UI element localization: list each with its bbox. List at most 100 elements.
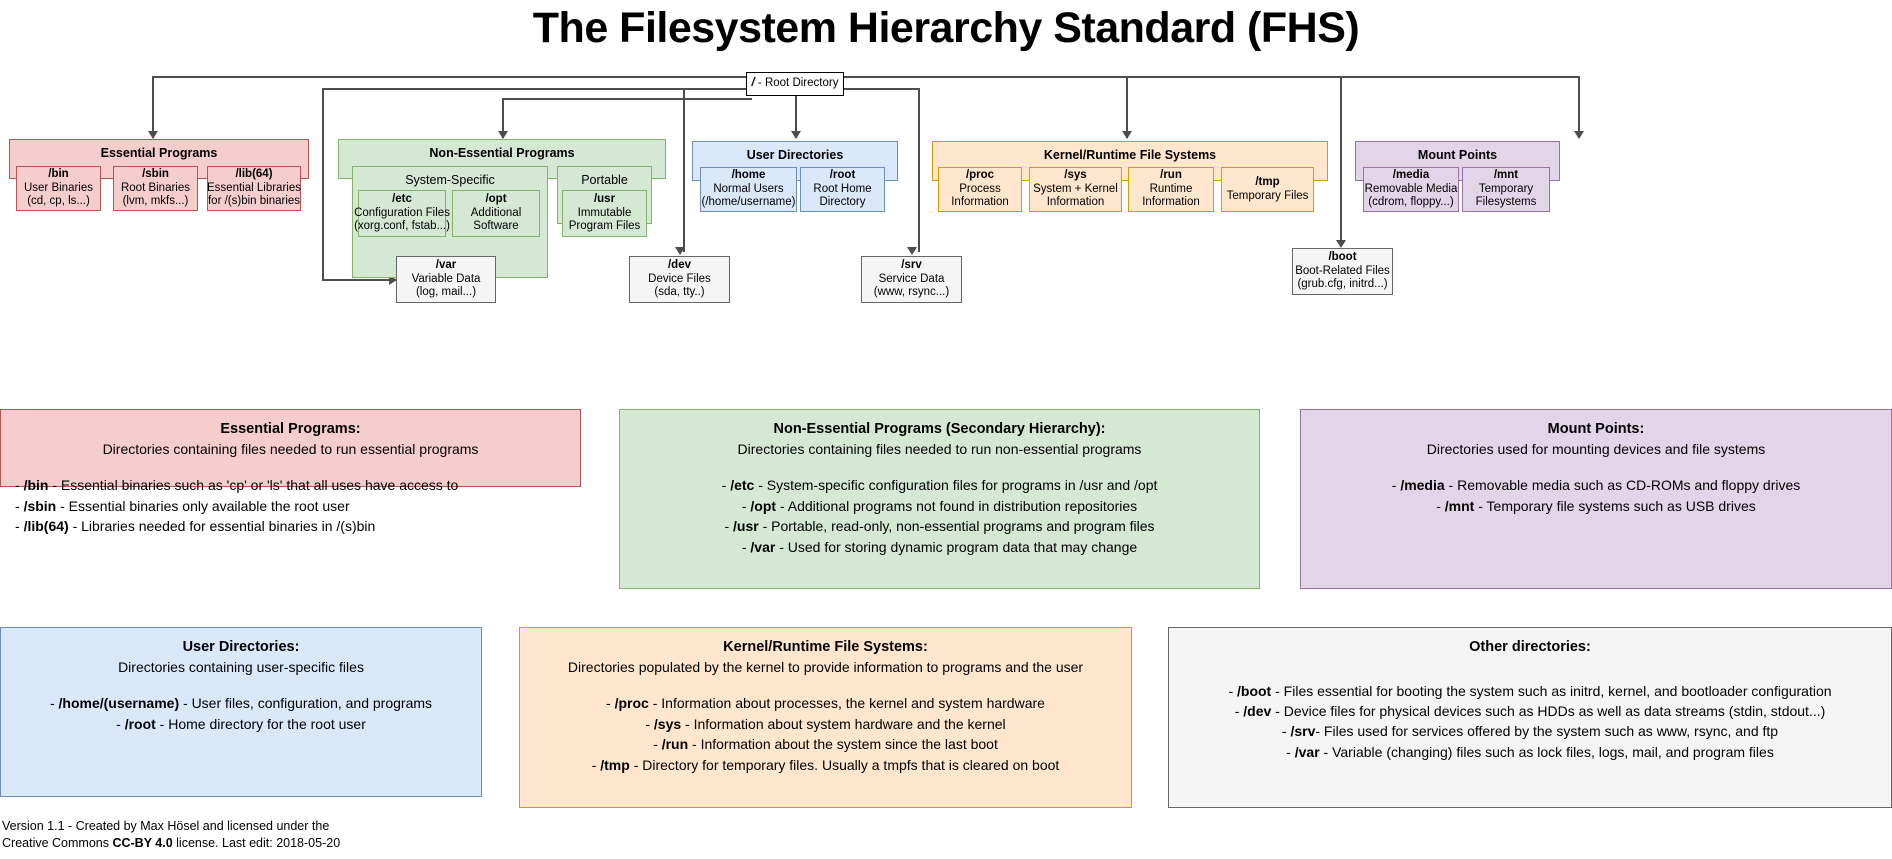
node-dev-l1: Device Files bbox=[648, 272, 711, 285]
node-sbin-l1: Root Binaries bbox=[120, 181, 191, 194]
node-bin-l1: User Binaries bbox=[23, 181, 94, 194]
legend-item: - /sbin - Essential binaries only availa… bbox=[15, 497, 350, 514]
node-srv-l2: (www, rsync...) bbox=[873, 286, 950, 299]
node-home-l2: (/home/username) bbox=[701, 196, 796, 209]
node-media[interactable]: /media Removable Media (cdrom, floppy...… bbox=[1363, 167, 1459, 212]
node-proc[interactable]: /proc Process Information bbox=[938, 167, 1022, 212]
node-lib64-l2: for /(s)bin binaries bbox=[207, 195, 301, 208]
legend-desc: - Information about processes, the kerne… bbox=[648, 695, 1045, 712]
legend-item: - /var - Used for storing dynamic progra… bbox=[741, 538, 1138, 555]
node-sys-l2: Information bbox=[1046, 196, 1105, 209]
legend-item: - /dev - Device files for physical devic… bbox=[1234, 703, 1826, 719]
node-usr[interactable]: /usr Immutable Program Files bbox=[562, 190, 647, 237]
legend-user-title: User Directories: bbox=[182, 639, 300, 655]
legend-dir: /lib(64) bbox=[23, 518, 69, 535]
legend-dir: /home/(username) bbox=[58, 695, 180, 712]
legend-item: - /usr - Portable, read-only, non-essent… bbox=[724, 518, 1155, 535]
footer-license: CC-BY 4.0 bbox=[112, 835, 173, 850]
legend-item: - /tmp - Directory for temporary files. … bbox=[591, 756, 1060, 773]
node-sys[interactable]: /sys System + Kernel Information bbox=[1029, 167, 1122, 212]
node-proc-name: /proc bbox=[965, 169, 995, 182]
legend-item: - /var - Variable (changing) files such … bbox=[1286, 743, 1774, 760]
node-lib64[interactable]: /lib(64) Essential Libraries for /(s)bin… bbox=[207, 166, 301, 211]
legend-dir: /var bbox=[1294, 743, 1320, 760]
node-mnt-name: /mnt bbox=[1493, 169, 1519, 182]
legend-dir: /etc bbox=[730, 477, 755, 494]
node-sbin-name: /sbin bbox=[142, 168, 169, 181]
node-rootdir-l1: Root Home bbox=[813, 182, 872, 195]
node-media-name: /media bbox=[1392, 169, 1430, 182]
node-dev[interactable]: /dev Device Files (sda, tty..) bbox=[629, 256, 730, 303]
group-nonessential-header: Non-Essential Programs bbox=[429, 146, 575, 160]
node-boot-name: /boot bbox=[1328, 251, 1357, 264]
subgroup-portable-header: Portable bbox=[581, 173, 628, 187]
node-srv[interactable]: /srv Service Data (www, rsync...) bbox=[861, 256, 962, 303]
node-media-l2: (cdrom, floppy...) bbox=[1368, 196, 1454, 209]
node-run-l2: Information bbox=[1142, 196, 1200, 209]
legend-desc: - System-specific configuration files fo… bbox=[754, 477, 1158, 494]
node-home-name: /home bbox=[731, 169, 766, 182]
legend-user-subtitle: Directories containing user-specific fil… bbox=[118, 658, 364, 675]
node-home[interactable]: /home Normal Users (/home/username) bbox=[700, 167, 797, 212]
legend-item: - /etc - System-specific configuration f… bbox=[721, 477, 1158, 494]
legend-item: - /root - Home directory for the root us… bbox=[116, 715, 366, 732]
page-title: The Filesystem Hierarchy Standard (FHS) bbox=[532, 4, 1360, 52]
footer-line-2: Creative Commons CC-BY 4.0 license. Last… bbox=[2, 835, 340, 852]
node-opt-l1: Additional bbox=[470, 206, 522, 219]
legend-desc: - Removable media such as CD-ROMs and fl… bbox=[1444, 477, 1801, 494]
legend-dir: /var bbox=[750, 538, 776, 555]
node-bin-l2: (cd, cp, ls...) bbox=[27, 195, 90, 208]
node-opt[interactable]: /opt Additional Software bbox=[452, 190, 540, 237]
node-opt-name: /opt bbox=[485, 193, 507, 206]
node-srv-l1: Service Data bbox=[878, 272, 945, 285]
node-rootdir-name: /root bbox=[829, 169, 856, 182]
node-media-l1: Removable Media bbox=[1364, 182, 1458, 195]
legend-desc: - Essential binaries such as 'cp' or 'ls… bbox=[48, 477, 459, 494]
legend-kernel-title: Kernel/Runtime File Systems: bbox=[723, 639, 928, 655]
node-run-name: /run bbox=[1160, 169, 1182, 182]
legend-desc: - Files essential for booting the system… bbox=[1271, 682, 1832, 699]
legend-dir: /media bbox=[1400, 477, 1445, 494]
legend-dir: /usr bbox=[733, 518, 759, 535]
legend-desc: - Libraries needed for essential binarie… bbox=[68, 518, 376, 535]
legend-nonessential-title: Non-Essential Programs (Secondary Hierar… bbox=[773, 421, 1106, 437]
legend-dir: /sbin bbox=[23, 497, 57, 514]
node-sbin[interactable]: /sbin Root Binaries (lvm, mkfs...) bbox=[113, 166, 198, 211]
node-bin-name: /bin bbox=[48, 168, 69, 181]
legend-desc: - Files used for services offered by the… bbox=[1315, 723, 1779, 740]
node-etc[interactable]: /etc Configuration Files (xorg.conf, fst… bbox=[354, 190, 450, 237]
legend-desc: - Device files for physical devices such… bbox=[1271, 703, 1826, 719]
node-etc-l1: Configuration Files bbox=[354, 206, 450, 219]
node-root-dir[interactable]: /root Root Home Directory bbox=[800, 167, 885, 212]
node-boot[interactable]: /boot Boot-Related Files (grub.cfg, init… bbox=[1292, 248, 1393, 295]
node-sbin-l2: (lvm, mkfs...) bbox=[122, 195, 189, 208]
legend-item: - /proc - Information about processes, t… bbox=[606, 695, 1045, 712]
group-kernel-header: Kernel/Runtime File Systems bbox=[1043, 148, 1217, 162]
legend-kernel-list: - /proc - Information about processes, t… bbox=[534, 693, 1117, 775]
node-root[interactable]: / - Root Directory bbox=[746, 72, 844, 96]
legend-other-title: Other directories: bbox=[1469, 639, 1591, 655]
legend-desc: - Additional programs not found in distr… bbox=[776, 497, 1138, 514]
legend-mount-title: Mount Points: bbox=[1547, 421, 1645, 437]
legend-dir: /srv bbox=[1290, 723, 1316, 740]
node-var[interactable]: /var Variable Data (log, mail...) bbox=[396, 256, 496, 303]
legend-dir: /dev bbox=[1243, 703, 1272, 719]
node-run-l1: Runtime bbox=[1149, 182, 1193, 195]
node-bin[interactable]: /bin User Binaries (cd, cp, ls...) bbox=[16, 166, 101, 211]
node-mnt[interactable]: /mnt Temporary Filesystems bbox=[1462, 167, 1550, 212]
footer-line-2c: license. Last edit: 2018-05-20 bbox=[172, 835, 341, 850]
legend-dir: /sys bbox=[653, 715, 682, 732]
node-run[interactable]: /run Runtime Information bbox=[1128, 167, 1214, 212]
legend-essential-subtitle: Directories containing files needed to r… bbox=[102, 440, 479, 457]
legend-dir: /bin bbox=[23, 477, 49, 494]
legend-dir: /boot bbox=[1237, 682, 1272, 699]
node-root-slash: / bbox=[751, 77, 755, 90]
node-tmp[interactable]: /tmp Temporary Files bbox=[1221, 167, 1314, 212]
legend-item: - /mnt - Temporary file systems such as … bbox=[1436, 497, 1756, 514]
node-sys-name: /sys bbox=[1064, 169, 1087, 182]
group-essential-header: Essential Programs bbox=[100, 146, 218, 160]
legend-essential-list: - /bin - Essential binaries such as 'cp'… bbox=[15, 475, 566, 536]
legend-desc: - Temporary file systems such as USB dri… bbox=[1474, 497, 1756, 514]
legend-dir: /mnt bbox=[1444, 497, 1475, 514]
node-usr-l2: Program Files bbox=[568, 220, 641, 233]
